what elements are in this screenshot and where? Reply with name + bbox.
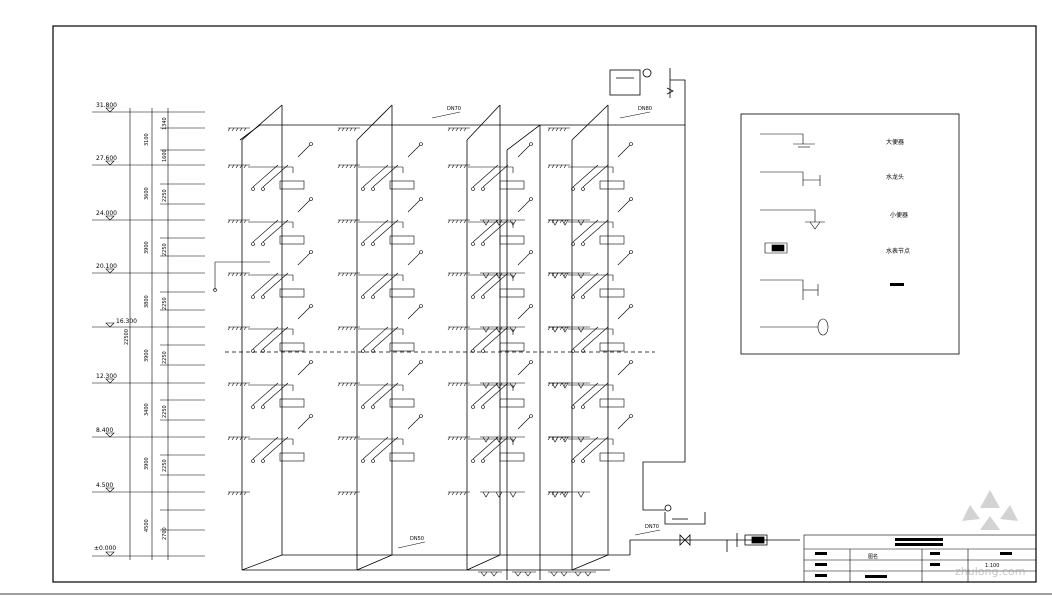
elevation-label: 20.100 bbox=[96, 263, 117, 270]
title-block-scale: 1:100 bbox=[985, 563, 999, 569]
pipe-label-bottom-main: DN50 bbox=[410, 536, 424, 542]
legend-label: 大便器 bbox=[886, 138, 904, 146]
sub-dim: 1340 bbox=[162, 117, 168, 130]
elevation-label: 12.300 bbox=[96, 373, 117, 380]
floor-height: 3400 bbox=[144, 403, 150, 416]
fixture-clusters bbox=[213, 127, 633, 577]
legend-label: 小便器 bbox=[890, 211, 908, 219]
elevation-label: 4.500 bbox=[96, 482, 113, 489]
piping-system bbox=[225, 68, 800, 580]
elevation-label: ±0.000 bbox=[94, 545, 116, 552]
legend-box bbox=[740, 113, 960, 355]
sub-dim: 2250 bbox=[162, 243, 168, 256]
pipe-labels: DN70 DN80 DN50 DN70 bbox=[397, 106, 661, 549]
elevation-label: 16.300 bbox=[116, 318, 137, 325]
faucet-symbol-icon bbox=[760, 171, 821, 186]
watermark-text: zhulong.com bbox=[955, 565, 1025, 578]
legend: 大便器 水龙头 小便器 水表节点 bbox=[740, 113, 960, 355]
floor-height: 3800 bbox=[144, 295, 150, 308]
legend-swatch bbox=[890, 283, 904, 286]
sub-dim: 2250 bbox=[162, 351, 168, 364]
floor-height: 3900 bbox=[144, 457, 150, 470]
sub-dim: 2250 bbox=[162, 405, 168, 418]
floor-height: 3900 bbox=[144, 349, 150, 362]
legend-label: 水表节点 bbox=[886, 247, 910, 255]
sub-dim: 2700 bbox=[162, 527, 168, 540]
watermark: zhulong.com bbox=[955, 490, 1025, 578]
sub-dim: 2250 bbox=[162, 189, 168, 202]
sub-dim: 1600 bbox=[162, 149, 168, 162]
elevation-ruler bbox=[92, 107, 205, 560]
pipe-label-main-top-2: DN80 bbox=[638, 106, 652, 112]
floor-height-dims: 3100 3600 3900 3800 3900 3400 3900 4500 … bbox=[124, 117, 168, 540]
elevation-label: 8.400 bbox=[96, 427, 113, 434]
floor-height: 4500 bbox=[144, 519, 150, 532]
floor-height: 3600 bbox=[144, 187, 150, 200]
floor-height: 3900 bbox=[144, 241, 150, 254]
elevation-label: 24.000 bbox=[96, 210, 117, 217]
elevation-label: 31.800 bbox=[96, 102, 117, 109]
toilet-symbol-icon bbox=[760, 133, 815, 148]
sub-dim: 2250 bbox=[162, 297, 168, 310]
sub-dim: 2250 bbox=[162, 459, 168, 472]
legend-label: 水龙头 bbox=[886, 173, 904, 181]
elevation-label: 27.600 bbox=[96, 155, 117, 162]
floor-height: 3100 bbox=[144, 133, 150, 146]
title-block-name-label: 图名 bbox=[868, 553, 878, 560]
valve-symbol-icon bbox=[760, 279, 819, 300]
shower-symbol-icon bbox=[760, 318, 829, 336]
drawing-border bbox=[52, 25, 1037, 583]
pipe-label-main-top-1: DN70 bbox=[447, 106, 461, 112]
total-height: 22500 bbox=[124, 329, 130, 345]
water-meter-node-icon bbox=[764, 242, 788, 254]
elevation-labels: 31.800 27.600 24.000 20.100 16.300 12.30… bbox=[94, 102, 137, 552]
urinal-symbol-icon bbox=[760, 209, 825, 230]
watermark-logo-icon bbox=[962, 490, 1018, 530]
title-block bbox=[803, 534, 1037, 583]
pipe-label-outlet: DN70 bbox=[645, 524, 659, 530]
